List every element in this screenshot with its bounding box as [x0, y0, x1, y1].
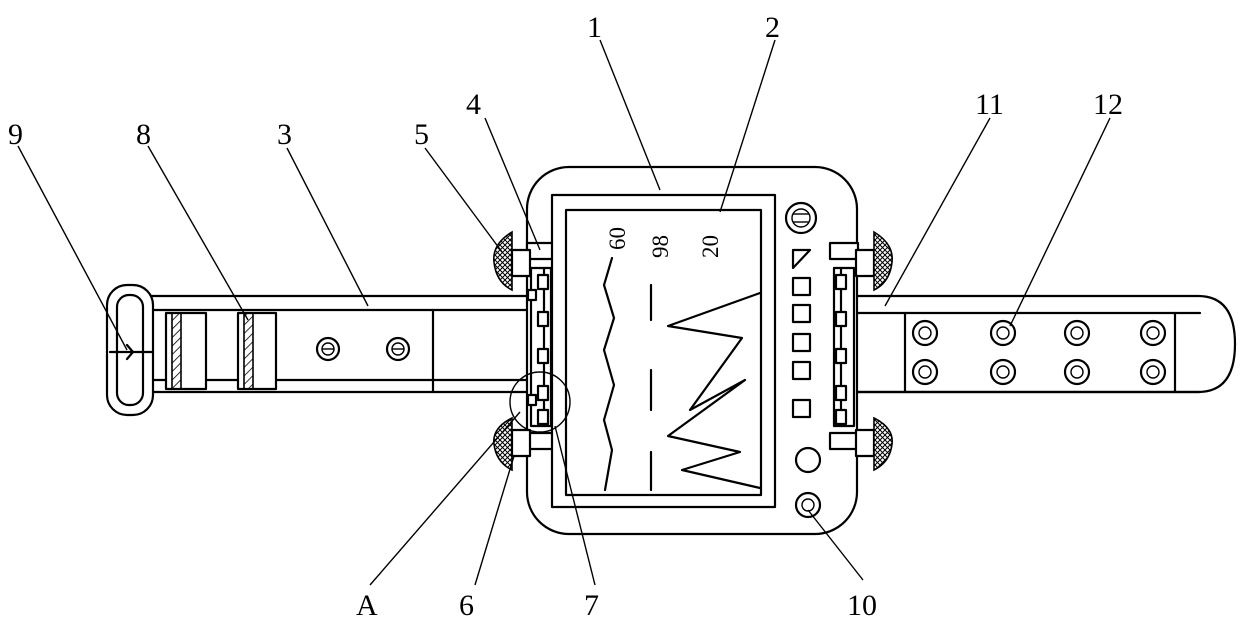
right-strap: [840, 296, 1235, 392]
indicator-square: [793, 362, 810, 379]
strap-hole: [1141, 321, 1165, 345]
strap-hole: [913, 321, 937, 345]
round-button: [796, 448, 820, 472]
callout-11: 11: [975, 88, 1004, 121]
strap-hole: [1141, 360, 1165, 384]
buckle: [107, 285, 153, 415]
callout-1: 1: [587, 11, 602, 44]
callout-6: 6: [459, 589, 474, 622]
strap-hole: [913, 360, 937, 384]
indicator-square: [793, 400, 810, 417]
screen-value-3: 20: [698, 235, 723, 258]
bottom-button: [796, 493, 820, 517]
callout-8: 8: [136, 118, 151, 151]
left-upper-knob: [494, 232, 530, 290]
right-lower-knob: [856, 418, 892, 470]
screen-value-2: 98: [648, 235, 673, 258]
indicator-square: [793, 334, 810, 351]
callout-a: A: [356, 589, 378, 622]
screen-value-1: 60: [605, 227, 630, 250]
callout-12: 12: [1093, 88, 1123, 121]
strap-hole: [1065, 360, 1089, 384]
indicator-square: [793, 278, 810, 295]
callout-4: 4: [466, 88, 481, 121]
callout-5: 5: [414, 118, 429, 151]
right-upper-knob: [856, 232, 892, 290]
callout-7: 7: [584, 589, 599, 622]
callout-3: 3: [277, 118, 292, 151]
top-crown-button: [786, 203, 816, 233]
callout-2: 2: [765, 11, 780, 44]
callout-10: 10: [847, 589, 877, 622]
strap-hole: [1065, 321, 1089, 345]
left-lug: [527, 243, 555, 449]
indicator-square: [793, 305, 810, 322]
right-lug: [830, 243, 858, 449]
callout-9: 9: [8, 118, 23, 151]
strap-hole: [991, 360, 1015, 384]
